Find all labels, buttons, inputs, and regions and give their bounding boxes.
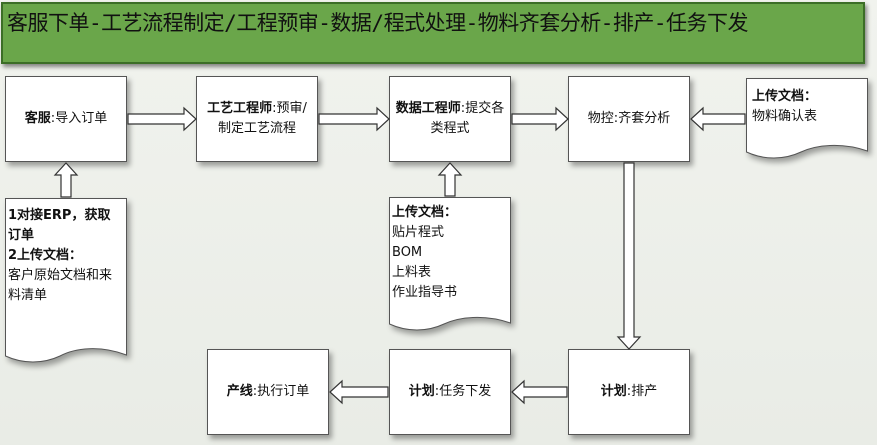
- doc-data-item: 上料表: [392, 265, 432, 280]
- node-text: 任务下发: [439, 384, 492, 399]
- doc-data: 上传文档： 贴片程式 BOM 上料表 作业指导书: [392, 203, 506, 303]
- arrow-up: [437, 162, 463, 197]
- doc-cs-line2: 2上传文档：: [8, 248, 83, 263]
- node-process-engineer: 工艺工程师:预审/制定工艺流程: [196, 76, 318, 162]
- arrow-up: [53, 162, 79, 198]
- arrow-left: [511, 379, 568, 405]
- node-sep: :: [613, 111, 619, 126]
- document-shape-material: [746, 78, 868, 159]
- node-sep: :: [434, 384, 440, 399]
- node-text: 预审/制定工艺流程: [217, 101, 307, 136]
- arrow-left: [690, 106, 746, 132]
- node-text: 齐套分析: [618, 111, 671, 126]
- arrow-down: [616, 162, 642, 350]
- doc-data-item: 作业指导书: [392, 285, 458, 300]
- doc-data-item: 贴片程式: [392, 225, 445, 240]
- doc-cs-line3: 客户原始文档和来料清单: [8, 268, 113, 303]
- node-role: 计划: [408, 384, 435, 399]
- node-text: 导入订单: [55, 111, 108, 126]
- node-sep: :: [460, 101, 466, 116]
- node-production-line: 产线:执行订单: [207, 349, 329, 435]
- node-customer-service: 客服:导入订单: [5, 76, 127, 162]
- arrow-right: [127, 106, 197, 132]
- node-sep: :: [272, 101, 277, 116]
- arrow-right: [318, 106, 390, 132]
- node-role: 产线: [226, 384, 253, 399]
- doc-cs: 1对接ERP，获取订单 2上传文档： 客户原始文档和来料清单: [8, 206, 122, 306]
- node-text: 排产: [631, 384, 658, 399]
- node-role: 物控: [587, 111, 614, 126]
- doc-material: 上传文档： 物料确认表: [752, 87, 862, 127]
- node-role: 工艺工程师: [207, 101, 273, 116]
- node-sep: :: [252, 384, 258, 399]
- document-shape-cs: [5, 198, 127, 363]
- node-text: 提交各类程式: [430, 101, 505, 136]
- node-role: 数据工程师: [395, 101, 461, 116]
- arrow-left: [329, 379, 389, 405]
- node-role: 客服: [24, 111, 51, 126]
- doc-cs-line1: 1对接ERP，获取订单: [8, 208, 111, 243]
- document-shape-data: [389, 197, 511, 331]
- node-data-engineer: 数据工程师:提交各类程式: [389, 76, 511, 162]
- node-plan-dispatch: 计划:任务下发: [389, 349, 511, 435]
- title-bar: 客服下单-工艺流程制定/工程预审-数据/程式处理-物料齐套分析-排产-任务下发: [1, 2, 865, 64]
- node-text: 执行订单: [257, 384, 310, 399]
- doc-material-item: 物料确认表: [752, 109, 818, 124]
- node-sep: :: [626, 384, 632, 399]
- node-role: 计划: [600, 384, 627, 399]
- doc-material-heading: 上传文档：: [752, 89, 818, 104]
- doc-data-item: BOM: [392, 245, 423, 260]
- diagram-title: 客服下单-工艺流程制定/工程预审-数据/程式处理-物料齐套分析-排产-任务下发: [7, 11, 749, 35]
- doc-data-heading: 上传文档：: [392, 205, 458, 220]
- node-sep: :: [50, 111, 56, 126]
- node-plan-schedule: 计划:排产: [568, 349, 690, 435]
- arrow-right: [511, 106, 569, 132]
